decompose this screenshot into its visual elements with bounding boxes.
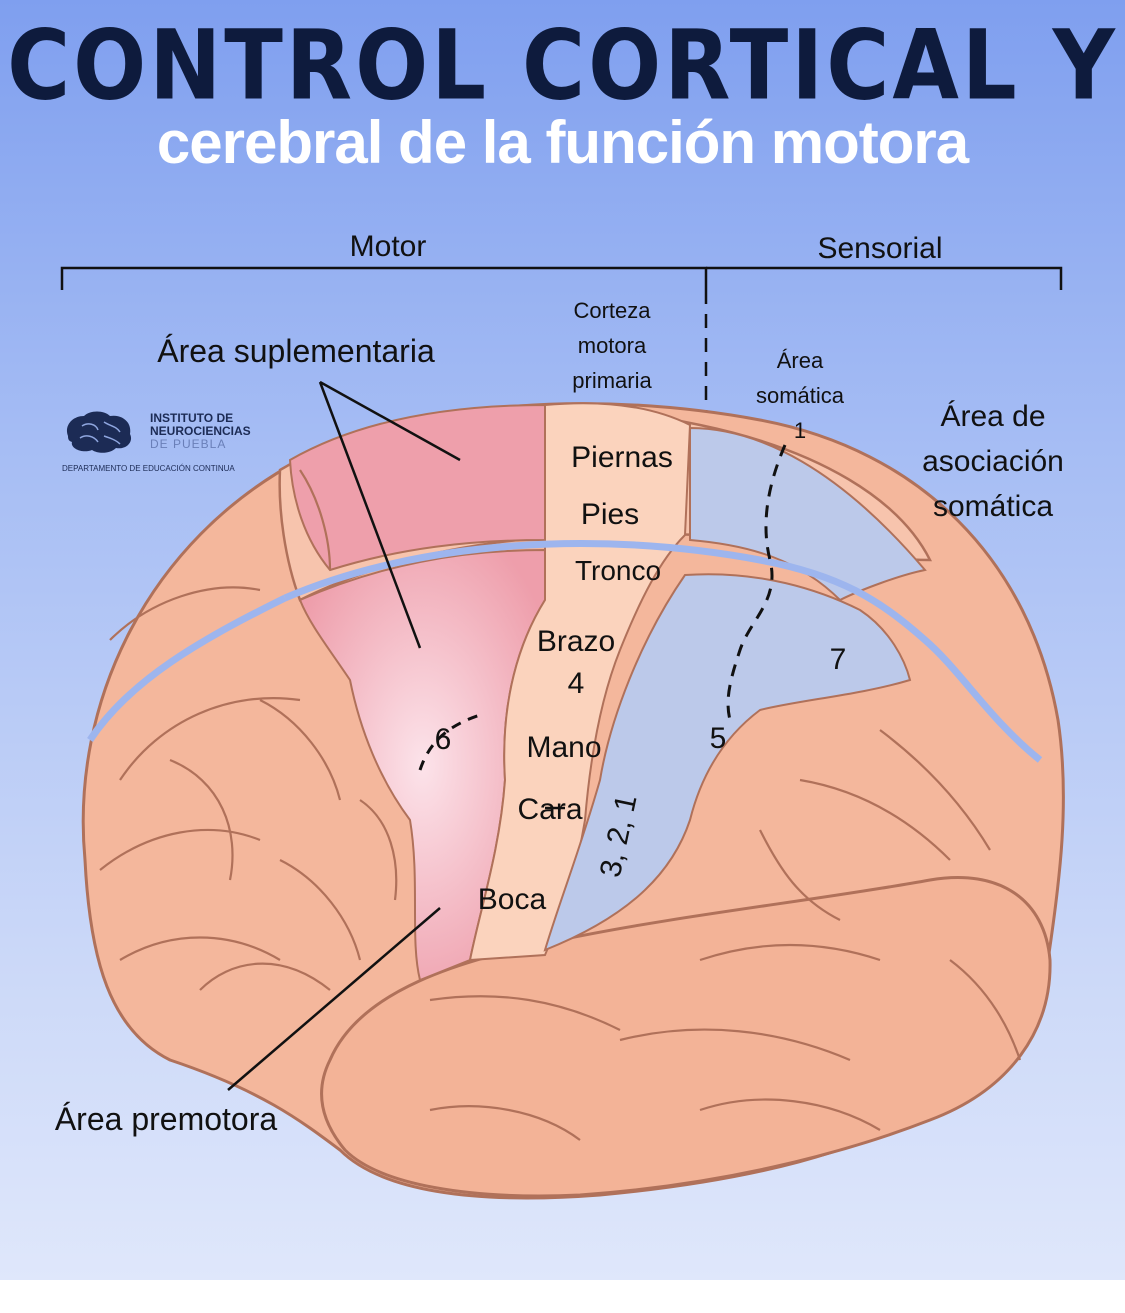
institute-logo: INSTITUTO DE NEUROCIENCIAS DE PUEBLA DEP… (60, 408, 280, 478)
label-motor: Motor (350, 230, 427, 263)
area-number-5: 5 (710, 722, 727, 755)
poster-background: CONTROL CORTICAL Y cerebral de la funció… (0, 0, 1125, 1280)
label-corteza-line1: Corteza (573, 298, 651, 323)
label-corteza-line2: motora (578, 333, 647, 358)
region-cara: Cara (517, 793, 582, 826)
area-number-7: 7 (830, 643, 847, 676)
title-subtitle: cerebral de la función motora (156, 109, 969, 176)
label-area-suplementaria: Área suplementaria (157, 333, 435, 369)
lateral-fissure (283, 540, 1043, 763)
sensorial-bracket (706, 266, 1063, 290)
region-tronco: Tronco (575, 555, 661, 586)
region-piernas: Piernas (571, 441, 673, 474)
label-somatica-line2: somática (756, 383, 845, 408)
supplementary-area (288, 403, 546, 572)
lateral-fissure-front (87, 594, 287, 742)
motor-bracket (60, 266, 708, 290)
logo-department: DEPARTAMENTO DE EDUCACIÓN CONTINUA (62, 464, 235, 473)
somatosensory-area-lower (543, 573, 912, 952)
region-brazo: Brazo (537, 625, 615, 658)
logo-line-1: INSTITUTO DE (150, 411, 234, 425)
area-number-6: 6 (435, 723, 452, 756)
brain-logo-icon (66, 411, 132, 453)
label-area-premotora: Área premotora (55, 1101, 278, 1137)
label-somatica-line3: 1 (794, 418, 806, 443)
logo-name: INSTITUTO DE NEUROCIENCIAS DE PUEBLA (150, 412, 280, 451)
brain-diagram: Motor Sensorial Área suplementaria Corte… (55, 230, 1065, 1200)
title-main: CONTROL CORTICAL Y (7, 10, 1118, 122)
logo-line-3: DE PUEBLA (150, 437, 227, 451)
somatosensory-area (689, 426, 927, 602)
region-mano: Mano (526, 731, 601, 764)
label-asociacion-line2: asociación (922, 445, 1064, 478)
label-somatica-line1: Área (777, 348, 824, 373)
region-boca: Boca (478, 883, 547, 916)
area-number-4: 4 (568, 667, 585, 700)
area-6-dashed-line (418, 713, 481, 771)
leader-lines (227, 380, 565, 1091)
region-pies: Pies (581, 498, 639, 531)
label-sensorial: Sensorial (817, 232, 942, 265)
label-asociacion-line3: somática (933, 490, 1053, 523)
gyri-lines (99, 469, 1022, 1141)
logo-line-2: NEUROCIENCIAS (150, 424, 251, 438)
label-corteza-line3: primaria (572, 368, 652, 393)
label-asociacion-line1: Área de (940, 400, 1045, 433)
